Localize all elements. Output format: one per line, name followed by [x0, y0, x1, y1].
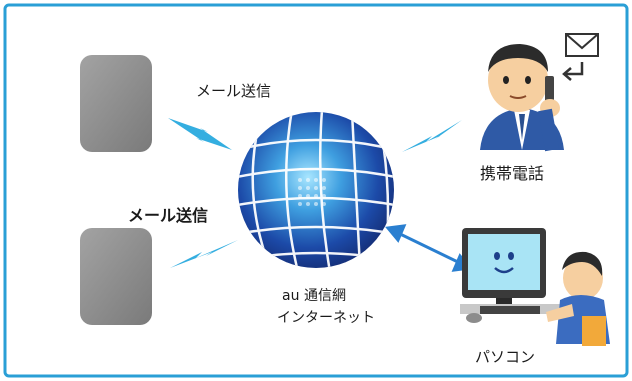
mail-send-label-upper: メール送信 — [196, 82, 272, 100]
lightning-icon — [168, 118, 232, 150]
network-label-internet: インターネット — [277, 310, 375, 326]
reply-arrow-icon — [562, 62, 584, 81]
pc-label: パソコン — [475, 348, 536, 366]
globe-icon — [238, 112, 394, 268]
diagram-frame — [3, 3, 629, 378]
device-lower — [80, 228, 152, 325]
businessman-icon — [480, 44, 564, 152]
double-arrow-icon — [385, 224, 473, 272]
envelope-icon — [565, 33, 599, 57]
computer-user-icon — [460, 228, 610, 346]
lightning-icon — [170, 240, 238, 268]
mobile-phone-label: 携帯電話 — [480, 164, 545, 183]
lightning-icon — [402, 120, 462, 152]
device-upper — [80, 55, 152, 152]
mail-send-label-lower: メール送信 — [128, 206, 209, 225]
network-label-au: au 通信網 — [282, 288, 346, 304]
